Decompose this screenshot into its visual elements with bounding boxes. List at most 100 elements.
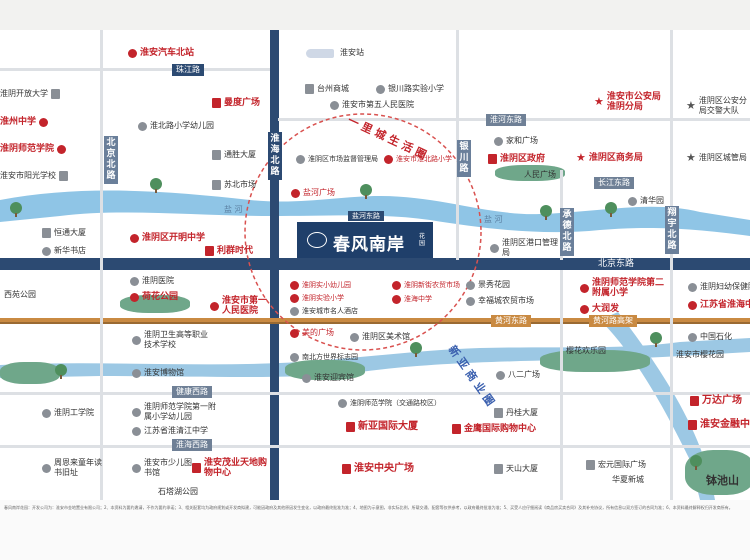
poi-jiangsu-school[interactable]: 江苏省淮海中学: [688, 300, 750, 310]
poi-zhongguoshihua[interactable]: 中国石化: [688, 332, 732, 342]
tree-icon: [55, 364, 67, 379]
poi-zhougen[interactable]: 周恩来童年读书旧址: [42, 458, 102, 478]
school-icon: [338, 398, 347, 408]
poi-wanda[interactable]: 万达广场: [690, 396, 742, 406]
project-block[interactable]: 春风南岸 花园: [297, 222, 433, 258]
poi-exp-kinder[interactable]: 淮阴实小幼儿园: [290, 280, 351, 290]
poi-xiyuan[interactable]: 西苑公园: [4, 290, 36, 299]
road-label-zhujiang: 珠江路: [172, 64, 204, 76]
poi-mingyou-park[interactable]: 淮安市樱花园: [676, 350, 724, 359]
star-icon: ★: [576, 151, 586, 164]
landmark-icon: [42, 463, 51, 473]
school-icon: [51, 89, 60, 99]
poi-museum[interactable]: 淮安博物馆: [132, 368, 184, 378]
road-label-beijing-east: 北京东路: [594, 258, 639, 270]
mall-icon: [290, 328, 299, 338]
poi-meiyuan[interactable]: 美的广场: [290, 328, 334, 338]
poi-health-college[interactable]: 淮阴卫生高等职业技术学校: [132, 330, 212, 350]
poi-qinghua[interactable]: 清华园: [628, 196, 664, 206]
poi-normal-school[interactable]: 淮阴师范学院: [0, 144, 69, 154]
poi-huaiyin-hospital[interactable]: 淮阴医院: [130, 276, 174, 286]
poi-kaiming[interactable]: 淮阴区开明中学: [130, 233, 205, 243]
poi-bus-station[interactable]: 淮安汽车北站: [128, 48, 194, 58]
poi-lingjiang-dong[interactable]: 华夏新城: [612, 475, 644, 484]
poi-gongye-school[interactable]: 淮阴工学院: [42, 408, 94, 418]
poi-urban-mgmt[interactable]: ★淮阴区城管局: [686, 151, 747, 164]
school-icon: [384, 154, 393, 164]
poi-financial[interactable]: 淮安金融中心: [688, 420, 750, 430]
poi-jiangsu-huaiqing[interactable]: 江苏省淮清江中学: [132, 426, 208, 436]
poi-nanbei-world[interactable]: 南北方世界标志园: [290, 352, 358, 362]
star-icon: ★: [686, 99, 696, 112]
building-icon: [494, 408, 503, 418]
square-icon: [291, 188, 300, 198]
poi-yinchuan-school[interactable]: 银川路实验小学: [376, 84, 444, 94]
poi-maoye[interactable]: 淮安茂业天地购物中心: [192, 458, 268, 478]
poi-transport[interactable]: ★淮阴区公安分局交警大队: [686, 96, 747, 115]
poi-suben[interactable]: 苏北市场: [212, 180, 256, 190]
poi-kaifang-univ[interactable]: 淮阴开放大学: [0, 89, 63, 99]
poi-huaibei-kinder[interactable]: 淮北路小学幼儿园: [138, 121, 214, 131]
poi-jinyu-center[interactable]: 金鹰国际购物中心: [452, 424, 536, 434]
school-icon: [130, 233, 139, 243]
poi-market-bureau[interactable]: 淮阴区市场监督管理局: [296, 154, 378, 164]
poi-fifth-hospital[interactable]: 淮安市第五人民医院: [330, 100, 414, 110]
hospital-icon: [130, 276, 139, 286]
poi-xinhua[interactable]: 新华书店: [42, 246, 86, 256]
poi-huaibei-primary[interactable]: 淮安市淮北路小学: [384, 154, 452, 164]
poi-shixun[interactable]: 石塔湖公园: [158, 487, 198, 496]
road-label-beijing-north: 北京北路: [104, 136, 118, 184]
tree-icon: [150, 178, 162, 193]
poi-bayi-square[interactable]: 八二广场: [496, 370, 540, 380]
poi-rail-station[interactable]: 淮安站: [306, 48, 364, 58]
poi-dalunfa[interactable]: 大润发: [580, 304, 619, 314]
government-icon: [296, 154, 305, 164]
poi-jiahe[interactable]: 家和广场: [494, 136, 538, 146]
poi-youth-library[interactable]: 淮安市少儿图书馆: [132, 458, 192, 478]
poi-dansui[interactable]: 丹桂大厦: [494, 408, 538, 418]
tree-icon: [10, 202, 22, 217]
river-label: 盐 河: [484, 215, 503, 224]
poi-huaizhou-school[interactable]: 淮州中学: [0, 117, 51, 127]
poi-xinhe-market[interactable]: 幸福城农贸市场: [466, 296, 534, 306]
poi-yanhe-square[interactable]: 盐河广场: [291, 188, 335, 198]
poi-normal-second[interactable]: 淮阴师范学院第二附属小学: [580, 278, 670, 298]
poi-port-bureau[interactable]: 淮阴区港口管理局: [490, 238, 560, 258]
poi-central-square[interactable]: 淮安中央广场: [342, 464, 414, 474]
poi-lijun[interactable]: 利群时代: [205, 246, 253, 256]
poi-celebrity-hotel[interactable]: 淮安城市名人酒店: [290, 306, 358, 316]
poi-health-center[interactable]: 淮阴妇幼保健院: [688, 282, 750, 292]
star-icon: ★: [686, 151, 696, 164]
poi-yuyuan[interactable]: 景秀花园: [466, 280, 510, 290]
park-icon: [628, 196, 637, 206]
poi-hengtong[interactable]: 恒通大厦: [42, 228, 86, 238]
poi-first-hospital[interactable]: 淮安市第一人民医院: [210, 296, 268, 316]
fuel-icon: [688, 332, 697, 342]
poi-gov[interactable]: 淮阴区政府: [488, 154, 545, 164]
poi-huaihai-middle[interactable]: 淮海中学: [392, 294, 432, 304]
poi-tianshan[interactable]: 天山大厦: [494, 464, 538, 474]
poi-yinghua[interactable]: 樱花欢乐园: [566, 346, 606, 355]
poi-huaiyang-hotel[interactable]: 淮安迎宾馆: [302, 373, 354, 383]
market-icon: [392, 280, 401, 290]
road-label-huanghe-east: 黄河东路: [491, 315, 531, 327]
poi-art-museum[interactable]: 淮阴区美术馆: [350, 332, 410, 342]
poi-normal-third[interactable]: 淮阴师范学院第一附属小学幼儿园: [132, 402, 222, 422]
poi-manhuo[interactable]: 曼度广场: [212, 98, 260, 108]
poi-fuyang-school[interactable]: 淮安市阳光学校: [0, 171, 71, 181]
poi-police[interactable]: ★淮安市公安局淮阴分局: [594, 92, 661, 112]
poi-exp-primary[interactable]: 淮阴实验小学: [290, 293, 344, 303]
poi-honghui[interactable]: 宏元国际广场: [586, 460, 646, 470]
poi-xinya-tower[interactable]: 新亚国际大厦: [346, 422, 418, 432]
poi-hehua-park[interactable]: 荷花公园: [130, 292, 178, 302]
poi-normal-campus[interactable]: 淮阴师范学院（交通路校区）: [338, 398, 441, 408]
poi-xinfang[interactable]: 淮阴新街农贸市场: [392, 280, 460, 290]
poi-peoples-park[interactable]: 人民广场: [524, 170, 556, 179]
building-icon: [586, 460, 595, 470]
government-icon: [488, 154, 497, 164]
poi-jinchi[interactable]: 钵池山: [706, 474, 739, 487]
poi-tongsheng[interactable]: 通胜大厦: [212, 150, 256, 160]
poi-commerce[interactable]: ★淮阴区商务局: [576, 151, 643, 164]
poi-taizhou-mall[interactable]: 台州商城: [305, 84, 349, 94]
